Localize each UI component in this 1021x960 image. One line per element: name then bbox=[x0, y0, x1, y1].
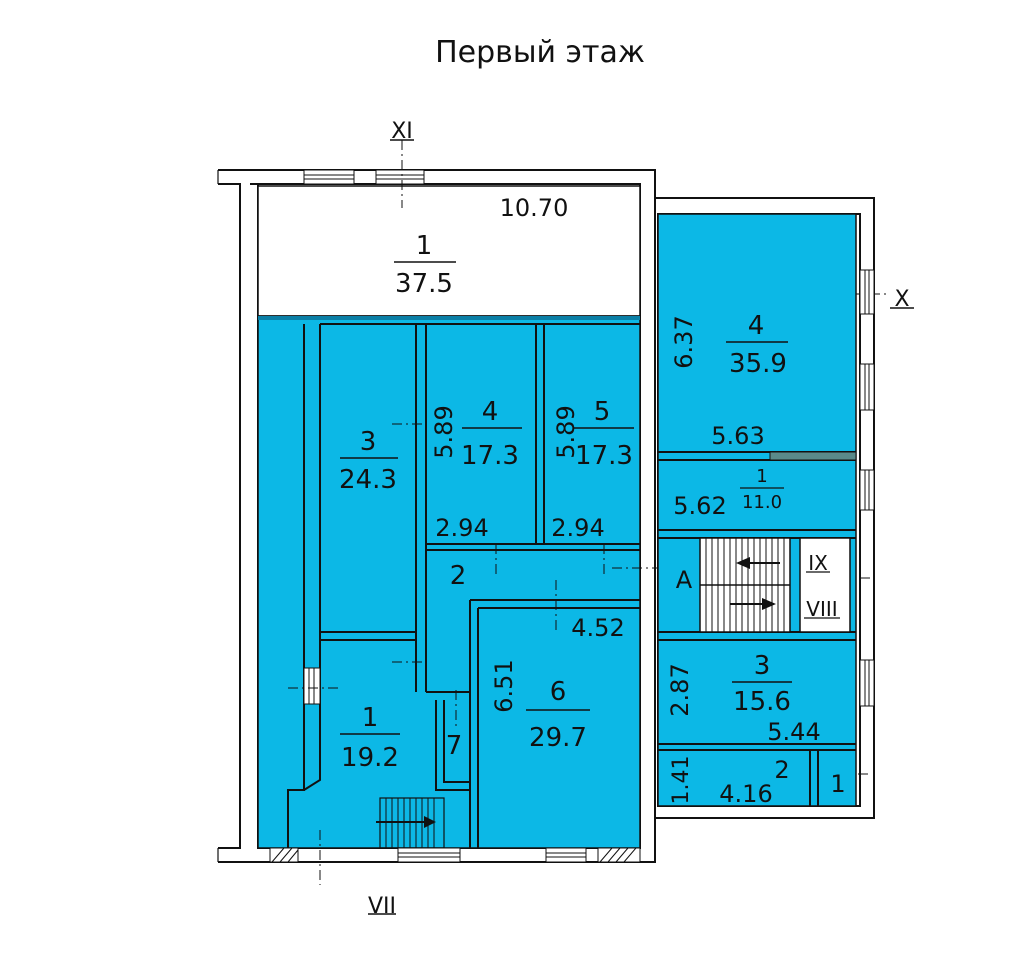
left-block-rooms bbox=[257, 315, 641, 849]
room-6-height-dim: 6.51 bbox=[490, 659, 518, 712]
dim-hall-width: 10.70 bbox=[500, 194, 569, 222]
staircase-label: A bbox=[676, 566, 693, 594]
window-top-1 bbox=[303, 169, 355, 185]
right-room-3-area: 15.6 bbox=[733, 687, 791, 717]
window-right-2 bbox=[859, 363, 875, 411]
room-4-area: 17.3 bbox=[461, 441, 519, 471]
right-room-1-width-dim: 5.62 bbox=[673, 492, 726, 520]
right-room-1c-number: 1 bbox=[830, 770, 845, 798]
right-room-4-number: 4 bbox=[748, 311, 765, 341]
room-5-width-dim: 2.94 bbox=[551, 514, 604, 542]
hatch-bottom-right bbox=[597, 847, 641, 863]
window-right-4 bbox=[859, 659, 875, 707]
section-mark-x: X bbox=[894, 287, 909, 312]
section-mark-viii: VIII bbox=[806, 597, 837, 621]
room-6-number: 6 bbox=[550, 677, 567, 707]
right-room-3-height-dim: 2.87 bbox=[666, 663, 694, 716]
room-7-number: 7 bbox=[446, 731, 463, 761]
stair-arrow-right-icon bbox=[730, 598, 776, 610]
right-room-3-number: 3 bbox=[754, 651, 771, 681]
section-mark-xi: XI bbox=[391, 119, 413, 144]
right-room-3-width-dim: 5.44 bbox=[767, 718, 820, 746]
stair-arrow-icon bbox=[376, 816, 436, 828]
room-5-number: 5 bbox=[594, 397, 611, 427]
window-corridor bbox=[303, 667, 321, 705]
room-4-number: 4 bbox=[482, 397, 499, 427]
room-1-area: 37.5 bbox=[395, 269, 453, 299]
right-room-2-width-dim: 4.16 bbox=[719, 780, 772, 808]
right-room-4-area: 35.9 bbox=[729, 349, 787, 379]
window-right-3 bbox=[859, 469, 875, 511]
right-room-4-height-dim: 6.37 bbox=[670, 315, 698, 368]
window-top-2 bbox=[375, 169, 425, 185]
room-1b-area: 19.2 bbox=[341, 743, 399, 773]
section-mark-vii: VII bbox=[368, 894, 396, 919]
right-room-1-area: 11.0 bbox=[742, 492, 782, 513]
room-3-area: 24.3 bbox=[339, 465, 397, 495]
room-5-area: 17.3 bbox=[575, 441, 633, 471]
window-bottom-1 bbox=[397, 847, 461, 863]
right-room-4-width-dim: 5.63 bbox=[711, 422, 764, 450]
room-5-height-dim: 5.89 bbox=[552, 405, 580, 458]
room-3-number: 3 bbox=[360, 427, 377, 457]
window-right-1 bbox=[859, 269, 875, 315]
section-mark-ix: IX bbox=[808, 551, 828, 575]
right-block-rooms bbox=[657, 213, 857, 807]
room-1-number: 1 bbox=[416, 231, 433, 261]
right-room-2-number: 2 bbox=[774, 756, 789, 784]
staircase-a bbox=[699, 537, 851, 633]
window-bottom-2 bbox=[545, 847, 587, 863]
room-4-width-dim: 2.94 bbox=[435, 514, 488, 542]
room-2-number: 2 bbox=[450, 561, 467, 591]
right-room-2-height-dim: 1.41 bbox=[669, 756, 694, 805]
hatch-bottom-left bbox=[269, 847, 299, 863]
room-1b-number: 1 bbox=[362, 703, 379, 733]
room-1-hall bbox=[257, 185, 641, 317]
room-4-height-dim: 5.89 bbox=[430, 405, 458, 458]
stair-arrow-left-icon bbox=[736, 557, 780, 569]
stair-treads-a bbox=[705, 538, 785, 632]
room-6-width-dim: 4.52 bbox=[571, 614, 624, 642]
right-room-1-number: 1 bbox=[756, 466, 767, 487]
plan-title: Первый этаж bbox=[435, 35, 645, 70]
room-6-area: 29.7 bbox=[529, 723, 587, 753]
